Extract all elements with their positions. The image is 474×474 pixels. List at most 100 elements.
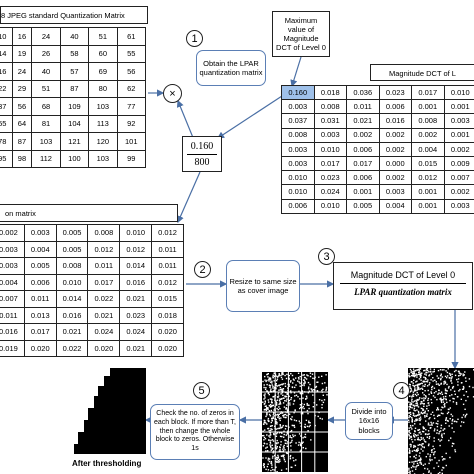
table-cell: 0.008 [411, 113, 445, 129]
table-cell: 0.005 [346, 198, 380, 214]
fraction-denominator: 800 [194, 157, 210, 168]
table-cell: 0.011 [151, 257, 184, 275]
jpeg-matrix-title-box: 8 JPEG standard Quantization Matrix [0, 6, 148, 24]
table-cell: 0.011 [346, 99, 380, 115]
table-cell: 0.020 [151, 323, 184, 341]
table-cell: 0.016 [0, 323, 25, 341]
step-5-text: Check the no. of zeros in each block. If… [154, 410, 236, 453]
table-cell: 100 [59, 149, 90, 168]
table-cell: 0.013 [23, 306, 57, 324]
table-cell: 0.018 [313, 84, 347, 101]
table-cell: 0.010 [281, 184, 315, 200]
step-5-badge: 5 [193, 382, 210, 399]
multiply-symbol: × [169, 87, 176, 100]
fraction-box: 0.160 800 [182, 136, 222, 172]
table-cell: 0.160 [281, 84, 315, 101]
table-cell: 99 [116, 149, 147, 168]
table-cell: 62 [116, 79, 147, 98]
table-cell: 0.023 [119, 306, 153, 324]
thresholded-white-region [70, 368, 110, 454]
step-4-badge: 4 [393, 382, 410, 399]
max-value-box: Maximum value of Magnitude DCT of Level … [272, 11, 330, 57]
table-cell: 0.003 [443, 113, 474, 129]
table-cell: 0.003 [281, 99, 315, 115]
table-cell: 0.000 [378, 155, 412, 172]
table-cell: 16 [11, 27, 33, 46]
dct-ratio-image [408, 368, 474, 474]
table-cell: 113 [88, 114, 118, 133]
step-3-numerator: Magnitude DCT of Level 0 [350, 270, 456, 280]
table-cell: 0.003 [0, 240, 25, 258]
table-cell: 0.022 [55, 339, 89, 357]
table-cell: 92 [116, 114, 147, 133]
table-cell: 0.002 [378, 141, 412, 157]
table-cell: 0.006 [346, 170, 380, 186]
table-cell: 0.021 [55, 323, 89, 341]
table-cell: 0.012 [87, 240, 121, 258]
table-cell: 0.012 [151, 273, 184, 291]
table-cell: 0.015 [151, 290, 184, 308]
lpar-matrix-title: on matrix [5, 209, 36, 218]
table-cell: 0.004 [378, 198, 412, 214]
table-cell: 0.006 [281, 198, 315, 214]
table-cell: 61 [116, 27, 147, 46]
table-cell: 78 [0, 132, 13, 151]
step-3-number: 3 [323, 250, 330, 263]
table-cell: 0.010 [313, 198, 347, 214]
thresholded-image [70, 368, 146, 454]
table-cell: 0.008 [55, 257, 89, 275]
table-cell: 0.021 [87, 306, 121, 324]
table-cell: 0.016 [119, 273, 153, 291]
table-cell: 0.010 [119, 224, 153, 242]
table-cell: 0.002 [378, 170, 412, 186]
table-cell: 55 [116, 44, 147, 63]
fraction-numerator: 0.160 [190, 141, 214, 152]
table-cell: 0.031 [313, 113, 347, 129]
table-cell: 0.011 [0, 306, 25, 324]
table-cell: 0.001 [346, 184, 380, 200]
table-cell: 0.003 [23, 224, 57, 242]
fraction-line [187, 154, 217, 155]
table-cell: 0.005 [23, 257, 57, 275]
step-1-number: 1 [191, 32, 198, 45]
arrow-fraction-to-lpar [177, 171, 201, 224]
table-cell: 40 [59, 27, 90, 46]
table-cell: 16 [0, 62, 13, 81]
step-5-box: Check the no. of zeros in each block. If… [150, 404, 240, 460]
table-cell: 0.018 [151, 306, 184, 324]
table-cell: 56 [11, 97, 33, 116]
step-1-box: Obtain the LPAR quantization matrix [196, 50, 266, 86]
table-cell: 0.001 [411, 99, 445, 115]
table-cell: 0.003 [443, 198, 474, 214]
table-cell: 0.003 [0, 257, 25, 275]
table-cell: 0.008 [87, 224, 121, 242]
after-thresholding-label: After thresholding [72, 459, 142, 468]
table-cell: 0.020 [151, 339, 184, 357]
table-cell: 0.023 [378, 84, 412, 101]
table-cell: 57 [59, 62, 90, 81]
table-cell: 0.010 [313, 141, 347, 157]
table-cell: 0.008 [313, 99, 347, 115]
step-4-text: Divide into 16x16 blocks [351, 406, 387, 435]
table-cell: 0.002 [0, 224, 25, 242]
table-cell: 95 [0, 149, 13, 168]
table-cell: 0.003 [313, 127, 347, 143]
table-cell: 0.011 [151, 240, 184, 258]
arrow-maxbox-to-cell [290, 56, 302, 88]
table-cell: 68 [31, 97, 61, 116]
table-cell: 81 [31, 114, 61, 133]
table-cell: 58 [59, 44, 90, 63]
table-cell: 0.024 [313, 184, 347, 200]
table-cell: 0.014 [55, 290, 89, 308]
